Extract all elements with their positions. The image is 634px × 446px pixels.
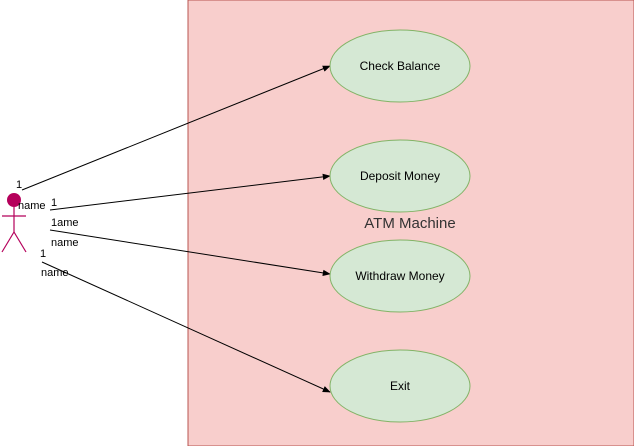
association-exit[interactable] <box>41 261 331 393</box>
usecase-label: Check Balance <box>360 59 441 73</box>
usecase-withdraw-money[interactable]: Withdraw Money <box>329 239 471 313</box>
actor-right-leg <box>13 231 27 253</box>
system-title: ATM Machine <box>364 215 455 232</box>
role-check-balance: name <box>18 200 46 212</box>
actor-head <box>7 193 21 207</box>
role-withdraw-money: name <box>51 237 79 249</box>
association-withdraw-money[interactable] <box>49 229 331 277</box>
association-deposit-money[interactable] <box>49 173 331 211</box>
usecase-ellipse <box>329 239 471 313</box>
usecase-check-balance[interactable]: Check Balance <box>329 29 471 103</box>
usecase-label: Deposit Money <box>360 169 440 183</box>
multiplicity-exit: 1 <box>40 248 46 260</box>
usecase-ellipse <box>329 29 471 103</box>
role-exit: name <box>41 267 69 279</box>
usecase-ellipse <box>329 139 471 213</box>
actor[interactable] <box>1 193 27 253</box>
usecase-label: Withdraw Money <box>355 269 444 283</box>
usecase-deposit-money[interactable]: Deposit Money <box>329 139 471 213</box>
usecase-ellipse <box>329 349 471 423</box>
usecase-label: Exit <box>390 379 411 393</box>
multiplicity-deposit-money: 1 <box>51 197 57 209</box>
association-check-balance[interactable] <box>21 65 331 191</box>
multiplicity-withdraw-money: 1ame <box>51 217 79 229</box>
usecase-exit[interactable]: Exit <box>329 349 471 423</box>
multiplicity-check-balance: 1 <box>16 179 22 191</box>
actor-left-leg <box>1 231 15 253</box>
